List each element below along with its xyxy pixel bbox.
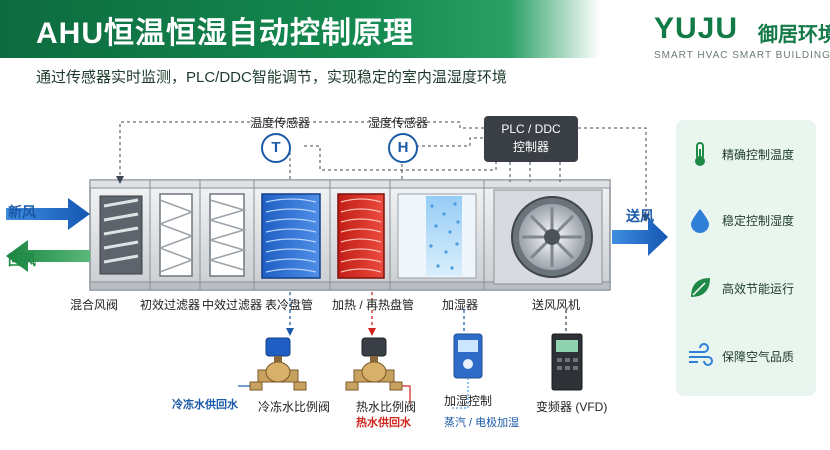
humidity-controller-device — [453, 333, 483, 379]
feature-energy-label: 高效节能运行 — [722, 282, 795, 296]
hot-water-supply-return-label: 热水供回水 — [356, 417, 411, 429]
feature-air-quality-label: 保障空气品质 — [722, 350, 795, 364]
humidifier-type-label: 蒸汽 / 电极加湿 — [444, 417, 520, 429]
hot-water-valve-label: 热水比例阀 — [356, 400, 417, 414]
hot-return-pipe — [402, 385, 411, 404]
chilled-water-valve-label: 冷冻水比例阀 — [258, 400, 331, 414]
feature-energy: 高效节能运行 — [676, 268, 816, 308]
feature-humidity: 稳定控制湿度 — [676, 200, 816, 240]
return-air-arrow — [6, 240, 90, 272]
signal-arrow-head — [642, 214, 650, 222]
leaf-icon — [691, 278, 710, 297]
feature-temperature-label: 精确控制温度 — [722, 148, 795, 162]
thermometer-icon — [695, 142, 705, 166]
hot-water-valve — [345, 337, 403, 391]
supply-air-label: 送风 — [626, 208, 654, 224]
humidification-control-label: 加湿控制 — [444, 394, 493, 408]
section-label-humidifier: 加湿器 — [442, 298, 479, 312]
supply-air-arrow — [612, 218, 668, 256]
humidity-sensor-icon: H — [388, 133, 418, 163]
signal-arrow-head-2 — [116, 176, 124, 184]
wind-icon — [689, 343, 713, 366]
fresh-air-arrow — [6, 198, 90, 230]
section-label-cooling-coil: 表冷盘管 — [265, 298, 314, 312]
section-label-mixing-damper: 混合风阀 — [70, 298, 119, 312]
section-label-supply-fan: 送风风机 — [532, 298, 581, 312]
page-subtitle: 通过传感器实时监测，PLC/DDC智能调节，实现稳定的室内温湿度环境 — [36, 69, 507, 86]
feature-temperature: 精确控制温度 — [676, 134, 816, 174]
logo-tagline: SMART HVAC SMART BUILDING — [654, 50, 830, 61]
vfd-label: 变频器 (VFD) — [536, 400, 608, 414]
humidifier-mist — [397, 193, 477, 279]
section-label-medium-filter: 中效过滤器 — [202, 298, 263, 312]
controller-line1: PLC / DDC — [501, 122, 561, 136]
humid-pipe — [450, 378, 469, 409]
chilled-water-valve — [249, 337, 307, 391]
feature-humidity-label: 稳定控制湿度 — [722, 214, 795, 228]
cooling-coil — [261, 193, 321, 279]
logo-chinese-name: 御居环境 — [758, 24, 830, 46]
section-label-primary-filter: 初效过滤器 — [140, 298, 201, 312]
logo-mark: YUJU — [654, 12, 739, 45]
brand-logo: YUJU 御居环境 SMART HVAC SMART BUILDING — [654, 12, 830, 61]
title-banner — [0, 0, 600, 58]
chilled-water-supply-return-label: 冷冻水供回水 — [172, 399, 238, 411]
valve-signal-lines — [289, 292, 567, 332]
heating-coil — [337, 193, 385, 279]
temperature-sensor-label: 温度传感器 — [250, 116, 311, 130]
water-drop-icon — [691, 209, 709, 233]
supply-fan — [493, 189, 603, 285]
medium-filter — [207, 193, 247, 277]
features-panel: 精确控制温度 稳定控制湿度 高效节能运行 保障空气品质 — [676, 120, 816, 396]
humidity-sensor-label: 湿度传感器 — [368, 116, 429, 130]
fresh-air-label: 新风 — [8, 204, 36, 220]
vfd-device — [551, 333, 583, 391]
section-label-heating-coil: 加热 / 再热盘管 — [332, 298, 415, 312]
mixing-damper — [99, 195, 143, 275]
controller-line2: 控制器 — [512, 140, 549, 154]
plc-ddc-controller: PLC / DDC 控制器 — [484, 116, 578, 162]
page-title: AHU恒温恒湿自动控制原理 — [36, 17, 414, 50]
primary-filter — [157, 193, 195, 277]
return-air-label: 回风 — [8, 252, 36, 268]
temperature-sensor-icon: T — [261, 133, 291, 163]
feature-air-quality: 保障空气品质 — [676, 336, 816, 376]
